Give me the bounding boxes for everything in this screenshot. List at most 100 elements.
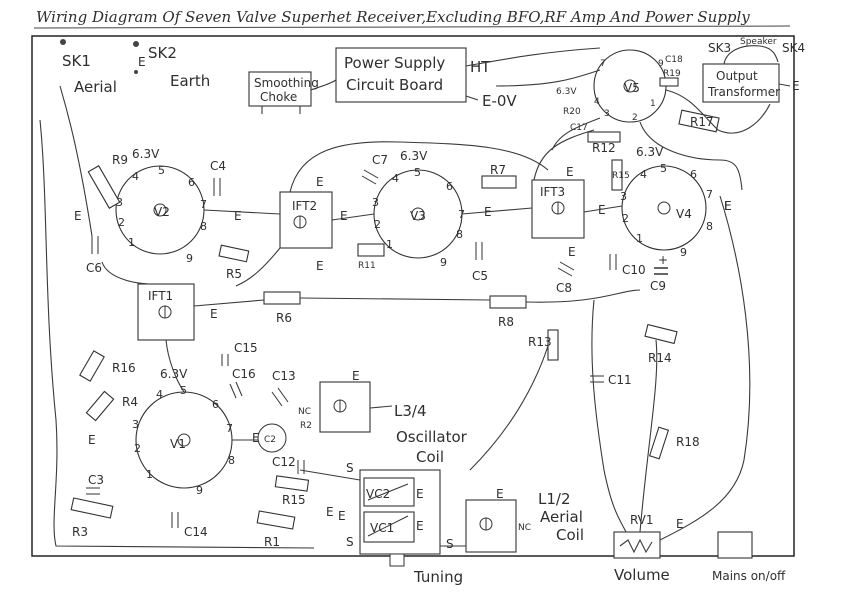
capacitor-c16 [229,381,243,399]
svg-text:6.3V: 6.3V [636,145,664,159]
resistor-r13-label: R13 [528,335,552,349]
svg-text:V5: V5 [624,81,640,95]
capacitor-c6-label: C6 [86,261,102,275]
volume-control[interactable]: RV1 E Volume [613,513,684,584]
svg-text:Output: Output [716,69,758,83]
svg-text:E: E [676,517,684,531]
svg-text:Smoothing: Smoothing [254,76,319,90]
svg-text:IFT3: IFT3 [540,185,565,199]
output-transformer: Output Transformer SK3 Speaker SK4 E [702,37,805,103]
resistor-r18-label: C18 [665,55,683,65]
capacitor-c10-label: C10 [622,263,646,277]
transformer-ift3: IFT3 E E [531,165,585,259]
svg-text:V3: V3 [410,209,426,223]
svg-text:6.3V: 6.3V [160,367,188,381]
svg-text:1: 1 [650,99,656,109]
wiring-runs [39,69,751,549]
svg-text:2: 2 [374,218,381,231]
svg-text:6: 6 [446,180,453,193]
svg-text:V2: V2 [154,205,170,219]
capacitor-c7 [361,169,379,185]
capacitor-c13 [271,387,289,407]
resistor-r4 [85,390,115,422]
svg-text:Choke: Choke [260,90,297,104]
capacitor-c5 [475,242,483,260]
chassis-outline [31,35,795,557]
svg-text:9: 9 [680,246,687,259]
svg-text:Coil: Coil [556,526,584,544]
svg-text:E: E [340,209,348,223]
title-underline [33,25,791,29]
svg-text:4: 4 [640,168,647,181]
svg-text:7: 7 [458,208,465,221]
capacitor-c16-label: C16 [232,367,256,381]
resistor-r12 [587,131,621,143]
svg-text:NC: NC [298,407,311,417]
svg-text:E: E [416,487,424,501]
svg-text:S: S [446,537,454,551]
svg-text:Oscillator: Oscillator [396,428,468,446]
capacitor-c8-label: C8 [556,281,572,295]
transformer-ift1: IFT1 E [137,283,218,341]
capacitor-c3 [86,487,100,495]
svg-text:E: E [138,55,146,69]
svg-text:S: S [346,461,354,475]
svg-text:Aerial: Aerial [74,78,117,96]
svg-text:E-0V: E-0V [482,92,517,110]
resistor-r16 [79,350,105,382]
socket-sk1: SK1 Aerial [60,39,117,96]
capacitor-c3-label: C3 [88,473,104,487]
svg-text:IFT1: IFT1 [148,289,173,303]
resistor-r11-label: R11 [358,261,376,271]
svg-text:L3/4: L3/4 [394,402,427,420]
capacitor-c6 [91,236,99,254]
svg-text:+: + [658,253,668,267]
svg-text:Circuit Board: Circuit Board [346,76,443,94]
capacitor-c9: + [654,253,668,275]
capacitor-c14-label: C14 [184,525,208,539]
mains-switch[interactable]: Mains on/off [712,531,786,583]
svg-text:9: 9 [440,256,447,269]
svg-text:Mains on/off: Mains on/off [712,569,786,583]
svg-text:9: 9 [186,252,193,265]
svg-text:1: 1 [146,468,153,481]
resistor-r5 [218,244,250,263]
svg-text:RV1: RV1 [630,513,654,527]
svg-text:V1: V1 [170,437,186,451]
resistor-r15 [274,475,310,492]
svg-text:Transformer: Transformer [707,85,780,99]
capacitor-c4-label: C4 [210,159,226,173]
svg-text:5: 5 [414,166,421,179]
resistor-r16-label: R16 [112,361,136,375]
resistor-r6 [263,291,301,305]
svg-text:SK4: SK4 [782,41,805,55]
svg-text:E: E [316,259,324,273]
svg-text:SK3: SK3 [708,41,731,55]
resistor-r14 [644,323,678,345]
capacitor-c8 [557,261,575,277]
power-supply-board: Power Supply Circuit Board HT E-0V [310,47,601,110]
svg-text:5: 5 [158,164,165,177]
svg-text:VC1: VC1 [370,521,394,535]
svg-text:3: 3 [604,109,610,119]
svg-text:2: 2 [632,113,638,123]
svg-text:9: 9 [658,59,664,69]
svg-text:9: 9 [196,484,203,497]
svg-text:8: 8 [456,228,463,241]
tuning-gang: VC2 VC1 E E S S S E Tuning [326,461,463,586]
v5-heater-label: 6.3V [556,87,577,97]
svg-text:E: E [326,505,334,519]
capacitor-c12-label: C12 [272,455,296,469]
svg-text:8: 8 [706,220,713,233]
svg-text:SK2: SK2 [148,44,177,62]
capacitor-c11 [590,375,604,383]
resistor-r18 [648,426,670,460]
svg-text:Volume: Volume [614,566,670,584]
svg-text:3: 3 [372,196,379,209]
